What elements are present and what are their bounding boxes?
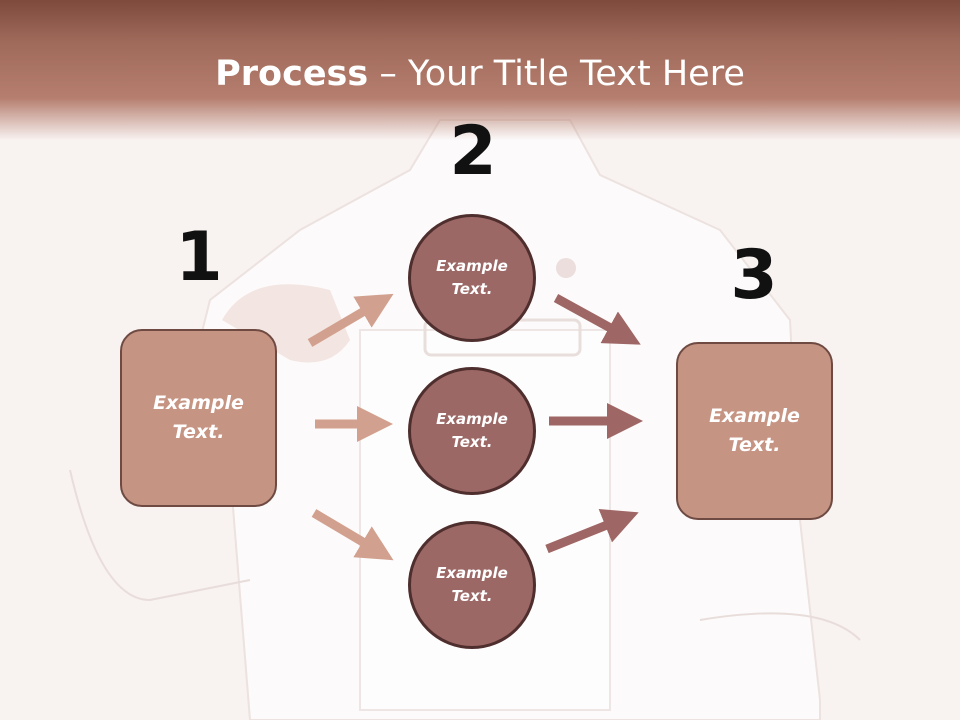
- arrow-2-to-3-bottom: [545, 508, 639, 554]
- step-2-number: 2: [449, 112, 497, 191]
- title-bold: Process: [215, 54, 369, 94]
- step-2-circle-top: Example Text.: [408, 214, 536, 342]
- step-2-circle-bottom: Example Text.: [408, 521, 536, 649]
- step-2-circle-middle: Example Text.: [408, 367, 536, 495]
- step-3-box: Example Text.: [676, 342, 833, 520]
- step-3-number: 3: [730, 236, 778, 315]
- arrow-1-to-2-top: [307, 293, 394, 347]
- header-band: [0, 0, 960, 140]
- step-1-number: 1: [175, 218, 223, 297]
- arrow-2-to-3-top: [553, 294, 641, 345]
- step-1-box: Example Text.: [120, 329, 277, 507]
- title-rest: – Your Title Text Here: [368, 54, 745, 94]
- slide-title: Process – Your Title Text Here: [0, 52, 960, 96]
- arrow-1-to-2-bottom: [311, 509, 394, 561]
